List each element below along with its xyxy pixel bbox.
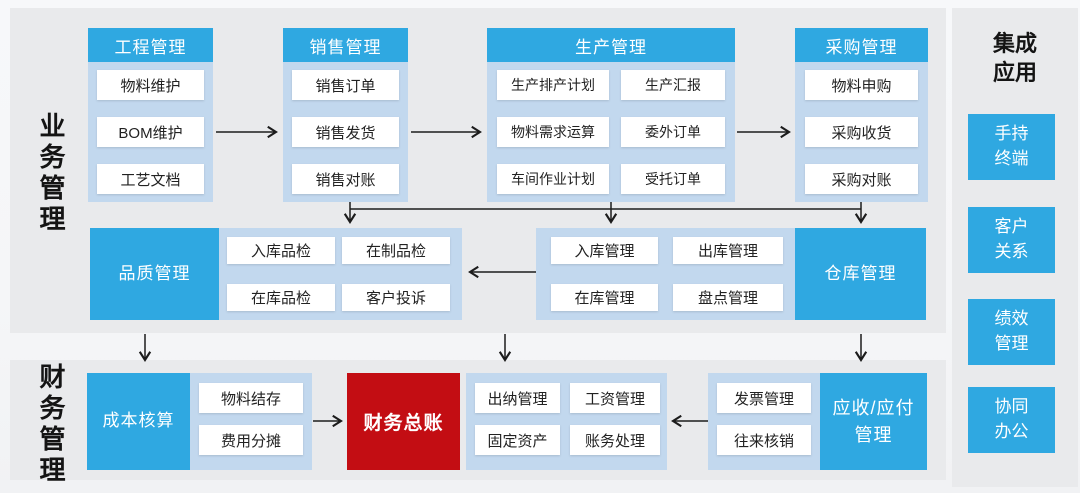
- sidebar-item-collaborative-office: 协同 办公: [968, 387, 1055, 453]
- procurement-column-header: 采购管理: [795, 28, 928, 62]
- module-box: 物料结存: [199, 383, 303, 413]
- module-box: 生产排产计划: [497, 70, 609, 100]
- module-box: 物料需求运算: [497, 117, 609, 147]
- quality-management-box: 品质管理: [90, 228, 219, 320]
- module-box: 采购对账: [805, 164, 918, 194]
- sidebar-item-label: 绩效: [994, 309, 1029, 329]
- module-box: 盘点管理: [673, 284, 783, 311]
- arap-management-box: 应收/应付 管理: [820, 373, 927, 470]
- engineering-column-header: 工程管理: [88, 28, 213, 62]
- module-box: 物料申购: [805, 70, 918, 100]
- module-box: 销售订单: [292, 70, 399, 100]
- module-box: 生产汇报: [621, 70, 725, 100]
- sales-column-header: 销售管理: [283, 28, 408, 62]
- production-column-header: 生产管理: [487, 28, 735, 62]
- module-box: 账务处理: [570, 425, 660, 455]
- module-box: 客户投诉: [342, 284, 450, 311]
- module-box: 车间作业计划: [497, 164, 609, 194]
- module-box: 固定资产: [475, 425, 560, 455]
- business-section-label: 业务管理: [36, 112, 66, 236]
- module-box: 入库管理: [551, 237, 658, 264]
- general-ledger-box: 财务总账: [347, 373, 460, 470]
- arap-title-line1: 应收/应付: [832, 398, 915, 419]
- module-box: 在库管理: [551, 284, 658, 311]
- sidebar-item-label: 办公: [994, 422, 1029, 441]
- module-box: 工资管理: [570, 383, 660, 413]
- module-box: 受托订单: [621, 164, 725, 194]
- cost-accounting-box: 成本核算: [87, 373, 190, 470]
- module-box: 销售发货: [292, 117, 399, 147]
- sidebar-item-label: 手持: [994, 124, 1029, 144]
- integration-title-line2: 应用: [992, 59, 1037, 85]
- integration-title-line1: 集成: [992, 31, 1037, 56]
- module-box: 工艺文档: [97, 164, 204, 194]
- sidebar-item-customer-relations: 客户 关系: [968, 207, 1055, 273]
- arap-title-line2: 管理: [854, 424, 893, 445]
- module-box: BOM维护: [97, 117, 204, 147]
- module-box: 往来核销: [717, 425, 811, 455]
- sidebar-item-label: 关系: [994, 242, 1029, 261]
- module-box: 入库品检: [227, 237, 335, 264]
- finance-section-label: 财务管理: [36, 363, 66, 487]
- module-box: 销售对账: [292, 164, 399, 194]
- module-box: 在库品检: [227, 284, 335, 311]
- sidebar-item-label: 客户: [994, 217, 1029, 237]
- sidebar-item-handheld-terminal: 手持 终端: [968, 114, 1055, 180]
- sidebar-item-label: 管理: [994, 334, 1029, 353]
- module-box: 发票管理: [717, 383, 811, 413]
- module-box: 采购收货: [805, 117, 918, 147]
- module-box: 出库管理: [673, 237, 783, 264]
- sidebar-item-label: 协同: [994, 397, 1029, 417]
- module-box: 委外订单: [621, 117, 725, 147]
- module-box: 在制品检: [342, 237, 450, 264]
- integration-title: 集成 应用: [952, 30, 1078, 87]
- warehouse-management-box: 仓库管理: [795, 228, 926, 320]
- sidebar-item-performance-management: 绩效 管理: [968, 299, 1055, 365]
- module-box: 费用分摊: [199, 425, 303, 455]
- sidebar-item-label: 终端: [994, 149, 1029, 168]
- module-box: 物料维护: [97, 70, 204, 100]
- module-box: 出纳管理: [475, 383, 560, 413]
